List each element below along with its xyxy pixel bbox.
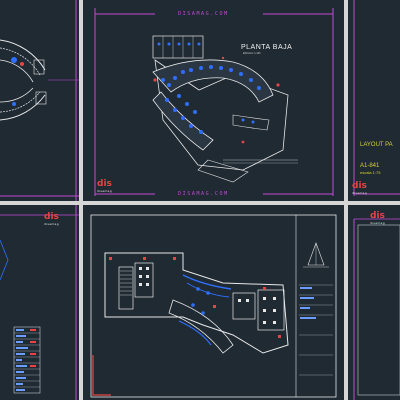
circular-plan-drawing (0, 0, 79, 201)
layout-label: LAYOUT PA (360, 142, 393, 148)
site-watermark-top: DISAMAG.COM (178, 11, 229, 17)
ground-floor-plan-drawing (94, 8, 334, 196)
layout-code: A1-841 (360, 163, 380, 169)
sheet-bottom-center[interactable] (83, 205, 344, 400)
plan-title: PLANTA BAJA (241, 44, 293, 51)
section-sheet-drawing (353, 218, 400, 400)
sheet-top-left[interactable] (0, 0, 79, 201)
plan-scale: ESCALA: 1:100 (243, 52, 261, 55)
floor-layout-drawing (90, 214, 337, 398)
site-watermark-bottom: DISAMAG.COM (178, 191, 229, 197)
layout-scale: escala 1:75 (360, 170, 381, 175)
detail-sheet-drawing (0, 205, 79, 400)
layout-sheet-drawing (353, 0, 400, 196)
